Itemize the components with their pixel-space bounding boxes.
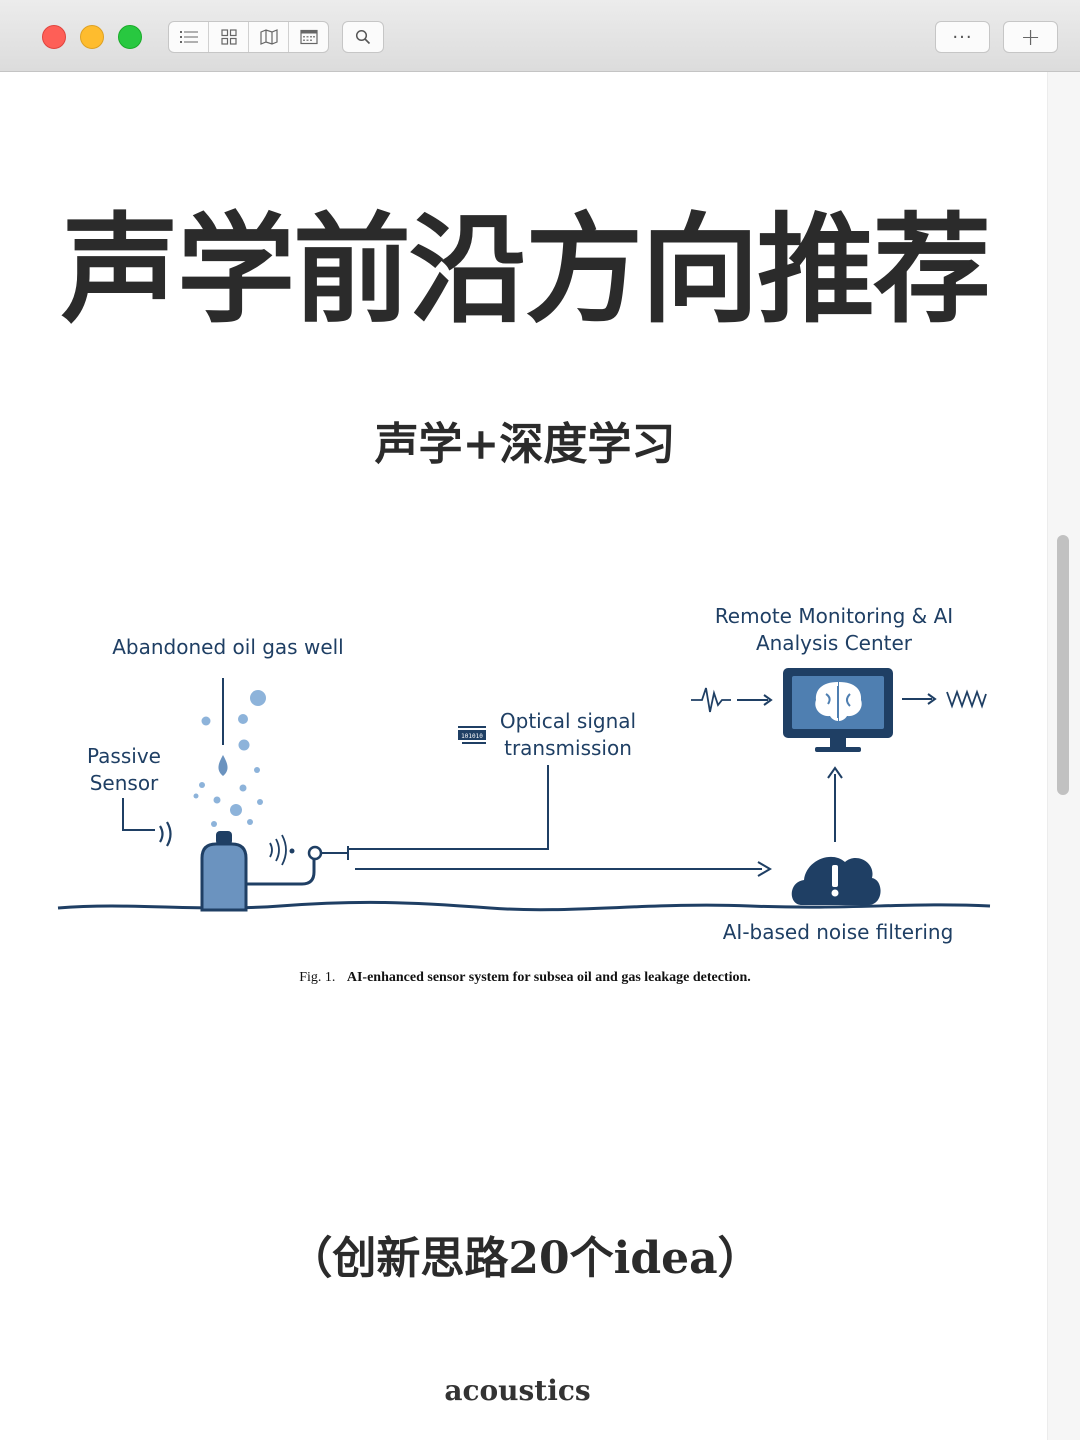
figure-caption-text: AI-enhanced sensor system for subsea oil…	[346, 970, 751, 985]
sensor-waves-left	[159, 821, 172, 847]
page-subtitle: 声学+深度学习	[374, 419, 676, 470]
figure-caption-prefix: Fig. 1.	[299, 970, 336, 985]
grid-view-button[interactable]	[209, 22, 249, 52]
noise-filtering-label: AI-based noise filtering	[723, 920, 954, 944]
passive-sensor-label-1: Passive	[87, 744, 161, 768]
footer-label: acoustics	[444, 1374, 591, 1407]
calendar-icon	[299, 29, 318, 45]
input-arrow-head	[763, 694, 773, 706]
well-label: Abandoned oil gas well	[112, 635, 343, 659]
list-icon	[179, 31, 198, 43]
search-button[interactable]	[342, 21, 384, 53]
minimize-window-button[interactable]	[80, 25, 104, 49]
map-icon	[259, 29, 278, 45]
oil-droplet	[218, 755, 228, 776]
map-view-button[interactable]	[249, 22, 289, 52]
data-stream-icon: 101010	[458, 726, 486, 744]
output-wave-icon	[946, 689, 987, 709]
list-view-button[interactable]	[169, 22, 209, 52]
passive-sensor-label-2: Sensor	[90, 771, 159, 795]
ideas-note: （创新思路20个idea）	[288, 1233, 762, 1284]
view-mode-segmented-control	[168, 21, 329, 53]
brain-monitor-icon	[783, 668, 893, 752]
cloud-alert-icon	[791, 856, 881, 905]
figure-diagram: Abandoned oil gas well Passive Sensor 10…	[57, 604, 991, 944]
sensor-waves-right	[269, 834, 287, 866]
search-icon	[355, 29, 371, 45]
remote-center-label-2: Analysis Center	[756, 631, 913, 655]
sensor-cable	[246, 858, 316, 886]
gas-bubbles	[193, 690, 266, 827]
close-window-button[interactable]	[42, 25, 66, 49]
main-arrow-head	[757, 861, 772, 877]
remote-center-label-1: Remote Monitoring & AI	[715, 604, 953, 628]
window-toolbar: ··· +	[0, 0, 1080, 72]
vertical-scrollbar-thumb[interactable]	[1057, 535, 1069, 795]
binary-label: 101010	[461, 733, 483, 740]
signal-wave-icon	[691, 687, 731, 713]
figure-caption: Fig. 1. AI-enhanced sensor system for su…	[0, 970, 1050, 986]
up-arrow-head	[827, 766, 843, 779]
optical-line	[348, 765, 549, 850]
sensor-canister-icon	[200, 831, 248, 912]
add-button[interactable]: +	[1003, 21, 1058, 53]
page-title: 声学前沿方向推荐	[60, 200, 991, 339]
optical-label-2: transmission	[504, 736, 632, 760]
calendar-view-button[interactable]	[289, 22, 328, 52]
more-button[interactable]: ···	[935, 21, 990, 53]
output-arrow-head	[927, 693, 937, 705]
sensor-pointer-line	[122, 798, 155, 831]
grid-icon	[220, 29, 237, 45]
vertical-scrollbar-track[interactable]	[1047, 72, 1080, 1440]
optical-label-1: Optical signal	[500, 709, 636, 733]
zoom-window-button[interactable]	[118, 25, 142, 49]
